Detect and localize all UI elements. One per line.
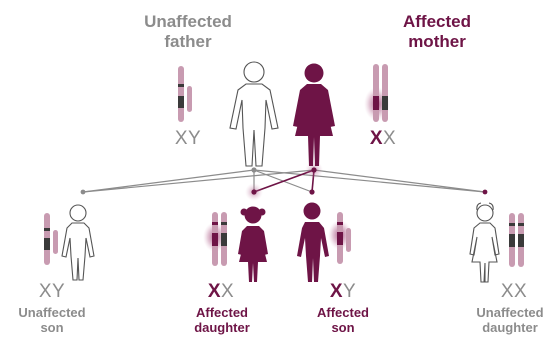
mother-genotype-affected-x: X: [370, 128, 383, 149]
affected-daughter-figure: [238, 207, 268, 283]
affected-daughter-label: Affected daughter: [172, 306, 272, 336]
affected-son-figure: [297, 203, 329, 283]
mother-chromosomes: [364, 64, 390, 122]
genotype-x: X: [501, 281, 514, 302]
son-junction-dot: [81, 190, 86, 195]
unaffected-daughter-figure: [470, 203, 499, 282]
father-figure: [230, 62, 278, 166]
affected-daughter-junction-dot: [251, 189, 256, 194]
daughter-junction-dot: [483, 190, 488, 195]
unaffected-daughter-chromosomes: [509, 213, 524, 267]
father-x-chromosome: [178, 66, 184, 122]
genotype-affected-x: X: [208, 281, 221, 302]
father-to-son-line: [83, 170, 254, 192]
label-line-2: daughter: [172, 321, 272, 336]
mother-figure: [293, 64, 335, 167]
unaffected-son-genotype: XY: [27, 281, 77, 303]
affected-daughter-chromosomes: [203, 212, 227, 266]
label-line-2: daughter: [460, 321, 560, 336]
label-line-1: Affected: [172, 306, 272, 321]
affected-son-label: Affected son: [298, 306, 388, 336]
father-genotype: XY: [163, 128, 213, 150]
mother-affected-x-chromosome: [373, 64, 379, 122]
mother-to-daughter-line: [314, 170, 485, 192]
label-line-1: Unaffected: [460, 306, 560, 321]
genotype-x: X: [221, 281, 234, 302]
label-line-1: Affected: [298, 306, 388, 321]
father-to-daughter-line: [254, 170, 485, 192]
label-line-2: son: [0, 321, 104, 336]
unaffected-son-figure: [62, 205, 94, 280]
genotype-y: Y: [52, 281, 65, 302]
unaffected-son-label: Unaffected son: [0, 306, 104, 336]
genotype-x: X: [39, 281, 52, 302]
mother-junction-dot: [311, 167, 316, 172]
mother-normal-x-chromosome: [382, 64, 388, 122]
genotype-affected-x: X: [330, 281, 343, 302]
mother-genotype-normal-x: X: [383, 128, 396, 149]
label-line-2: son: [298, 321, 388, 336]
mother-genotype: XX: [358, 128, 408, 150]
affected-son-junction-dot: [309, 189, 314, 194]
affected-son-genotype: XY: [318, 281, 368, 303]
genotype-x: X: [514, 281, 527, 302]
father-junction-dot: [251, 167, 256, 172]
affected-son-chromosomes: [328, 212, 352, 264]
genotype-y: Y: [343, 281, 356, 302]
father-chromosomes: [178, 66, 192, 122]
label-line-1: Unaffected: [0, 306, 104, 321]
mother-to-son-line: [83, 170, 314, 192]
unaffected-son-chromosomes: [44, 213, 58, 265]
father-y-chromosome: [187, 86, 192, 112]
father-genotype-x: X: [175, 128, 188, 149]
unaffected-daughter-genotype: XX: [489, 281, 539, 303]
affected-daughter-genotype: XX: [196, 281, 246, 303]
unaffected-daughter-label: Unaffected daughter: [460, 306, 560, 336]
father-genotype-y: Y: [188, 128, 201, 149]
inheritance-lines: [83, 170, 485, 192]
